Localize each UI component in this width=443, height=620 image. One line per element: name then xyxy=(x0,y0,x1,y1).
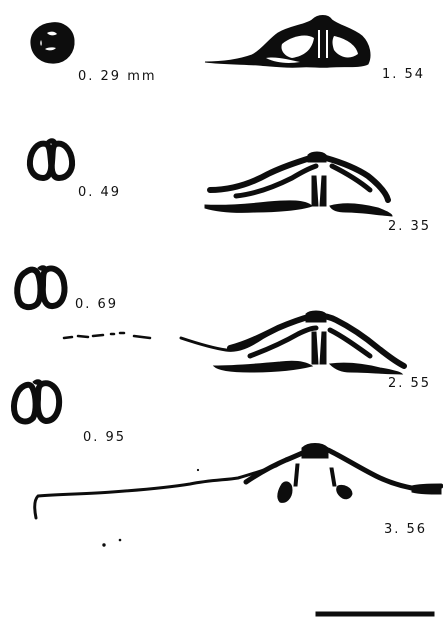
label-3-56: 3. 56 xyxy=(384,522,427,537)
section-0-69 xyxy=(17,266,64,307)
section-0-95 xyxy=(14,380,59,422)
section-0-29 xyxy=(31,23,74,63)
dashed-fragments xyxy=(64,333,150,338)
label-2-55: 2. 55 xyxy=(388,376,431,391)
section-1-54 xyxy=(205,16,370,68)
label-1-54: 1. 54 xyxy=(382,67,425,82)
section-2-35 xyxy=(205,152,392,216)
label-0-69: 0. 69 xyxy=(75,297,118,312)
label-0-29: 0. 29 mm xyxy=(78,69,157,84)
label-0-49: 0. 49 xyxy=(78,185,121,200)
section-2-55 xyxy=(181,311,404,374)
section-3-56 xyxy=(35,444,441,519)
label-0-95: 0. 95 xyxy=(83,430,126,445)
label-2-35: 2. 35 xyxy=(388,219,431,234)
scale-bar xyxy=(316,612,434,616)
stray-specks xyxy=(103,469,199,546)
section-0-49 xyxy=(30,139,72,178)
